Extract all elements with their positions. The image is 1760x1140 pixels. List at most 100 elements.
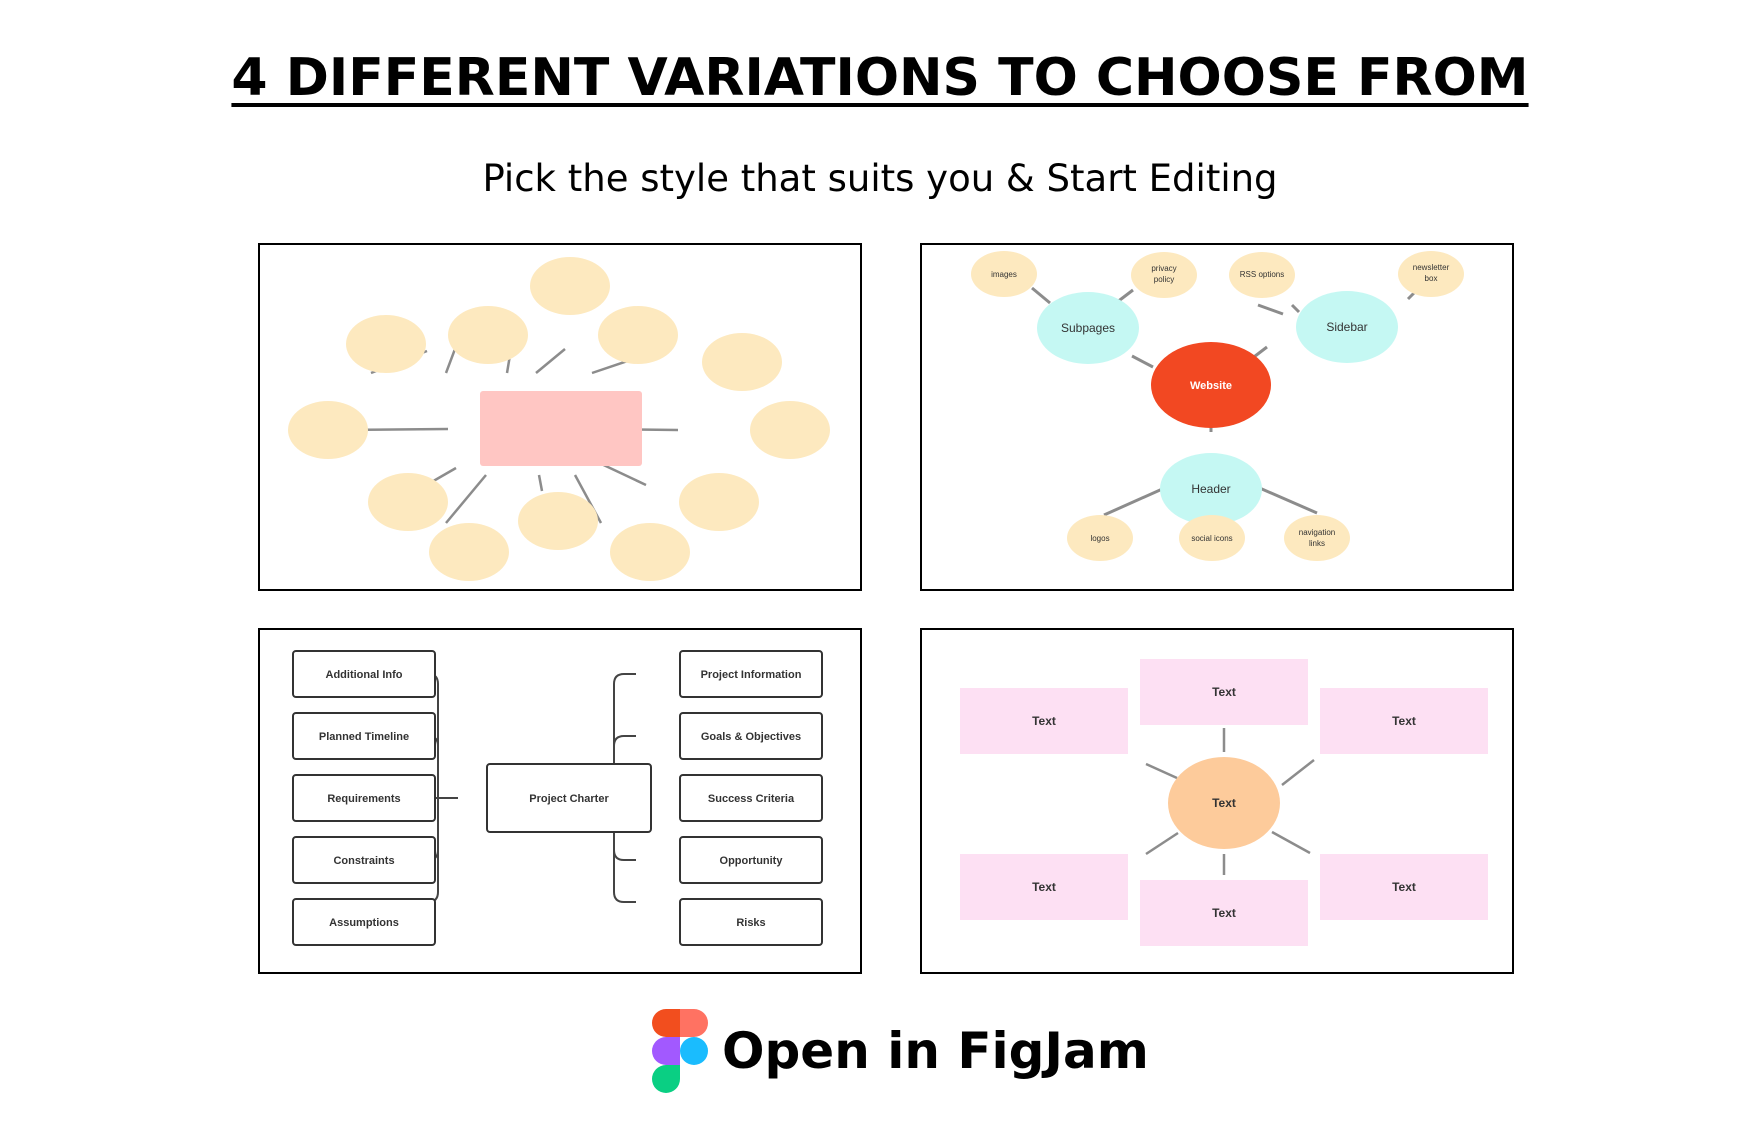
bottom-right-text-node [1320, 854, 1488, 920]
box-planned-timeline [292, 712, 436, 760]
subpages-label: Subpages [1061, 321, 1115, 335]
connector [537, 474, 544, 492]
connector [535, 348, 566, 374]
rss-options-node [1229, 252, 1295, 298]
bubble-nodes [288, 257, 830, 581]
charter-left-label: Assumptions [329, 917, 399, 929]
header-node [1160, 453, 1262, 525]
variation-project-charter[interactable]: Additional Info Planned Timeline Require… [258, 628, 862, 974]
charter-left-label: Requirements [327, 793, 400, 805]
box-project-charter [486, 763, 652, 833]
center-text-node [1168, 757, 1280, 849]
bubble-node [518, 492, 598, 550]
box-project-information [679, 650, 823, 698]
connector [1131, 354, 1154, 369]
text-map-connectors [1145, 728, 1315, 875]
website-center-node [1151, 342, 1271, 428]
connector [1281, 759, 1315, 786]
connector [1254, 484, 1318, 515]
sidebar-label: Sidebar [1326, 320, 1367, 334]
charter-center-label: Project Charter [529, 793, 609, 805]
right-branch [613, 735, 636, 747]
rss-label: RSS options [1240, 270, 1284, 279]
top-right-text-node [1320, 688, 1488, 754]
box-constraints [292, 836, 436, 884]
images-node [971, 251, 1037, 297]
charter-right-label: Risks [736, 917, 765, 929]
figma-logo-icon [652, 1009, 708, 1093]
header-node-label: Header [1191, 482, 1230, 496]
connector [1145, 831, 1179, 856]
connector [1271, 830, 1311, 855]
bubble-node [679, 473, 759, 531]
top-text-node [1140, 659, 1308, 725]
privacy-label-line1: privacy [1151, 264, 1176, 273]
subpages-node [1037, 292, 1139, 364]
top-right-text-label: Text [1392, 714, 1416, 728]
bubble-node [368, 473, 448, 531]
privacy-policy-node [1131, 252, 1197, 298]
bubble-node [610, 523, 690, 581]
charter-left-label: Additional Info [326, 669, 403, 681]
charter-right-label: Opportunity [720, 855, 784, 867]
images-label: images [991, 270, 1017, 279]
bottom-text-label: Text [1212, 906, 1236, 920]
newsletter-label-line1: newsletter [1413, 263, 1450, 272]
top-left-text-node [960, 688, 1128, 754]
text-map-diagram: Text Text Text Text Text Text Text [960, 659, 1488, 946]
bubble-node [448, 306, 528, 364]
social-label: social icons [1191, 534, 1232, 543]
charter-left-label: Constraints [333, 855, 394, 867]
bubble-node [429, 523, 509, 581]
variation-bubble-map[interactable] [258, 243, 862, 591]
website-label: Website [1190, 380, 1232, 392]
open-in-figjam-button[interactable]: Open in FigJam [652, 1008, 1149, 1094]
center-text-label: Text [1212, 796, 1236, 810]
page-subtitle: Pick the style that suits you & Start Ed… [482, 157, 1278, 200]
box-assumptions [292, 898, 436, 946]
sidebar-node [1296, 291, 1398, 363]
bubble-node [598, 306, 678, 364]
bottom-left-text-label: Text [1032, 880, 1056, 894]
open-in-figjam-label: Open in FigJam [722, 1022, 1149, 1080]
variation-website-map[interactable]: images privacy policy RSS options newsle… [920, 243, 1514, 591]
navigation-label-line1: navigation [1299, 528, 1335, 537]
social-icons-node [1179, 515, 1245, 561]
bubble-node [702, 333, 782, 391]
text-map-rects [960, 659, 1488, 946]
box-goals-objectives [679, 712, 823, 760]
privacy-label-line2: policy [1154, 275, 1174, 284]
bottom-text-node [1140, 880, 1308, 946]
box-risks [679, 898, 823, 946]
navigation-label-line2: links [1309, 539, 1325, 548]
charter-left-label: Planned Timeline [319, 731, 409, 743]
box-requirements [292, 774, 436, 822]
page-title: 4 DIFFERENT VARIATIONS TO CHOOSE FROM [231, 48, 1529, 108]
navigation-links-node [1284, 515, 1350, 561]
newsletter-label-line2: box [1425, 274, 1438, 283]
box-opportunity [679, 836, 823, 884]
connector [1257, 303, 1284, 316]
right-branch [613, 849, 636, 861]
charter-right-label: Project Information [701, 669, 802, 681]
top-text-label: Text [1212, 685, 1236, 699]
bottom-left-text-node [960, 854, 1128, 920]
connector [1031, 286, 1051, 305]
charter-diagram: Additional Info Planned Timeline Require… [292, 650, 823, 946]
bubble-center-rect [480, 391, 642, 466]
bubble-node [750, 401, 830, 459]
connector [445, 474, 487, 524]
bubble-node [346, 315, 426, 373]
bubble-map-diagram [288, 257, 830, 581]
box-additional-info [292, 650, 436, 698]
charter-right-label: Success Criteria [708, 793, 795, 805]
logos-node [1067, 515, 1133, 561]
newsletter-box-node [1398, 251, 1464, 297]
bubble-node [288, 401, 368, 459]
connector [1145, 762, 1178, 780]
connector [1103, 484, 1170, 517]
top-left-text-label: Text [1032, 714, 1056, 728]
box-success-criteria [679, 774, 823, 822]
bottom-right-text-label: Text [1392, 880, 1416, 894]
variation-text-map[interactable]: Text Text Text Text Text Text Text [920, 628, 1514, 974]
